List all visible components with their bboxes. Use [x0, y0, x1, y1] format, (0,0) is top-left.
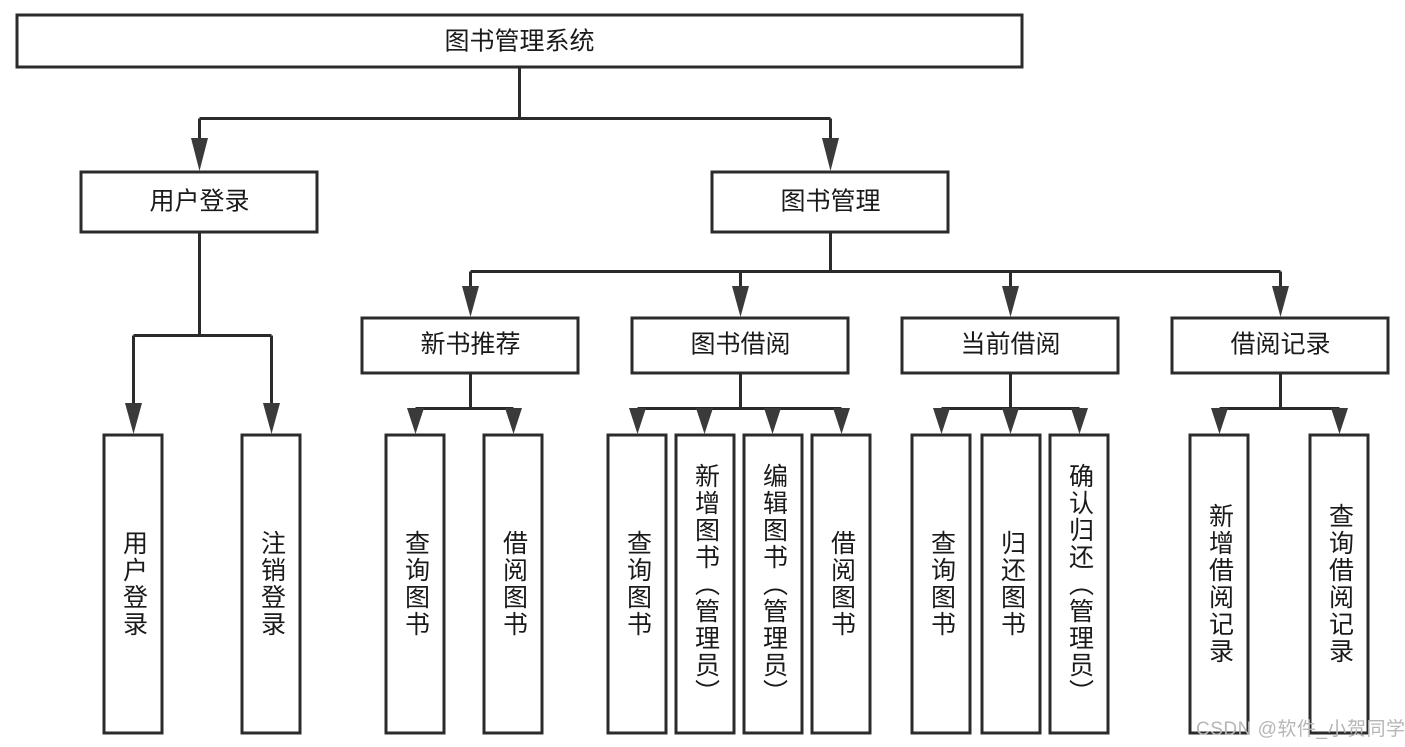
node-book-management[interactable]: 图书管理	[710, 170, 950, 234]
connector-group-user-login	[125, 232, 280, 434]
arrow-head-leaf-borrow-book-1	[505, 408, 522, 434]
arrow-head-current	[1002, 286, 1019, 317]
arrow-head-borrow	[732, 286, 749, 317]
arrow-head-leaf-query-book-2	[629, 408, 646, 434]
arrow-head-leaf-query-book-3	[933, 408, 950, 434]
connector-group-borrow	[629, 373, 850, 434]
leaf-box-query-book-2[interactable]	[606, 433, 668, 735]
leaf-box-logout[interactable]	[240, 433, 302, 735]
node-root-box[interactable]	[15, 13, 1024, 69]
arrow-head-leaf-query-record	[1331, 408, 1348, 434]
node-book-management-box[interactable]	[710, 170, 950, 234]
arrow-head-leaf-query-book-1	[407, 408, 424, 434]
arrow-head-leaf-confirm-return	[1071, 408, 1088, 434]
node-current-borrow-label: 当前借阅	[960, 331, 1060, 359]
connector-group-book-mgmt	[462, 232, 1289, 317]
node-new-book-recommend[interactable]: 新书推荐	[360, 316, 580, 375]
arrow-head-leaf-add-record	[1211, 408, 1228, 434]
arrow-head-leaf-return-book	[1002, 408, 1019, 434]
leaf-box-borrow-book-1[interactable]	[482, 433, 544, 735]
node-new-book-recommend-box[interactable]	[360, 316, 580, 375]
node-root-label: 图书管理系统	[444, 28, 594, 56]
node-user-login-box[interactable]	[79, 170, 319, 234]
node-book-borrow-label: 图书借阅	[690, 331, 790, 359]
leaf-box-query-book-1[interactable]	[384, 433, 446, 735]
node-borrow-records-label: 借阅记录	[1230, 331, 1330, 359]
node-book-borrow-box[interactable]	[630, 316, 850, 375]
leaf-box-query-record[interactable]	[1308, 433, 1370, 735]
arrow-head-leaf-borrow-book-2	[833, 408, 850, 434]
node-user-login[interactable]: 用户登录	[79, 170, 319, 234]
leaf-box-group	[102, 433, 1370, 735]
node-borrow-records-box[interactable]	[1170, 316, 1390, 375]
connector-group-root	[191, 67, 839, 171]
node-current-borrow-box[interactable]	[900, 316, 1120, 375]
arrow-head-new-books	[462, 286, 479, 317]
leaf-box-return-book[interactable]	[980, 433, 1042, 735]
arrow-head-leaf-user-login	[125, 403, 142, 434]
leaf-box-add-book[interactable]	[674, 433, 736, 735]
node-current-borrow[interactable]: 当前借阅	[900, 316, 1120, 375]
csdn-watermark: CSDN @软件_小贺同学	[1196, 719, 1405, 740]
leaf-box-edit-book[interactable]	[742, 433, 804, 735]
node-new-book-recommend-label: 新书推荐	[420, 331, 520, 359]
connector-group-current	[933, 373, 1088, 434]
node-user-login-label: 用户登录	[149, 188, 249, 216]
arrow-head-leaf-logout	[263, 403, 280, 434]
leaf-box-query-book-3[interactable]	[910, 433, 972, 735]
node-book-management-label: 图书管理	[780, 188, 880, 216]
arrow-head-leaf-edit-book	[764, 408, 781, 434]
leaf-box-add-record[interactable]	[1188, 433, 1250, 735]
arrow-head-book-mgmt	[822, 138, 839, 171]
connector-group-new-books	[407, 373, 522, 434]
leaf-box-confirm-return[interactable]	[1048, 433, 1110, 735]
arrow-head-leaf-add-book	[696, 408, 713, 434]
arrow-head-user-login	[191, 138, 208, 171]
leaf-box-borrow-book-2[interactable]	[810, 433, 872, 735]
arrow-head-records	[1272, 286, 1289, 317]
node-root[interactable]: 图书管理系统	[15, 13, 1024, 69]
leaf-box-user-login[interactable]	[102, 433, 164, 735]
node-book-borrow[interactable]: 图书借阅	[630, 316, 850, 375]
connector-group-records	[1211, 373, 1348, 434]
node-borrow-records[interactable]: 借阅记录	[1170, 316, 1390, 375]
